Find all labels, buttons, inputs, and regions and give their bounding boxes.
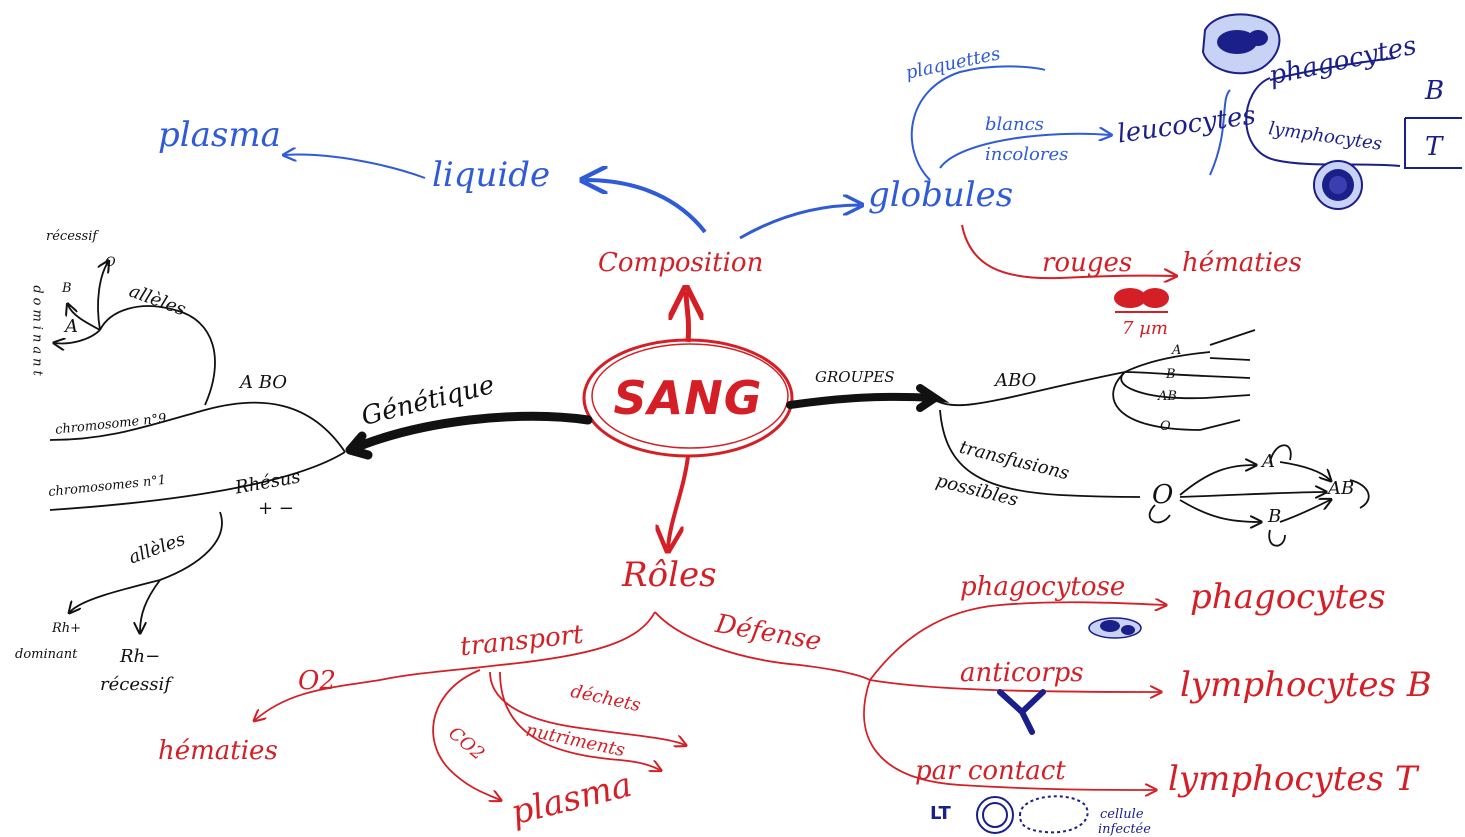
node-o-top: O	[105, 255, 116, 270]
node-plus-minus: + −	[258, 498, 294, 519]
node-anticorps: anticorps	[960, 658, 1084, 688]
node-lt: LT	[930, 803, 951, 824]
red-branches-top	[961, 224, 1175, 313]
phagocyte-sketch	[1201, 13, 1281, 75]
transfusion-o: O	[1152, 480, 1174, 510]
groupes-tree	[934, 329, 1370, 547]
node-liquide: liquide	[432, 155, 551, 195]
node-t-top: T	[1425, 132, 1443, 162]
roles-tree	[255, 602, 1165, 800]
transfusion-a: A	[1262, 451, 1275, 472]
node-rh-minus: Rh−	[120, 646, 161, 667]
node-globules: globules	[868, 175, 1014, 215]
antibody-sketch	[997, 689, 1046, 735]
node-groupes: GROUPES	[815, 368, 895, 386]
node-parcontact: par contact	[915, 756, 1066, 786]
node-lymphocytes-t: lymphocytes T	[1168, 759, 1418, 799]
branch-composition	[686, 292, 689, 343]
node-cellule: cellule	[1100, 807, 1144, 822]
blue-branches	[285, 65, 1231, 240]
node-dominant-vertical: dominant	[29, 285, 45, 380]
node-a-left: A	[65, 316, 78, 337]
group-b: B	[1166, 367, 1176, 382]
node-lymphocytes-b: lymphocytes B	[1180, 665, 1432, 705]
group-ab: AB	[1158, 389, 1177, 404]
node-rh-plus: Rh+	[52, 621, 82, 636]
transfusion-b: B	[1268, 506, 1282, 527]
node-roles: Rôles	[622, 555, 717, 595]
node-recessif-top: récessif	[46, 229, 98, 244]
node-plasma: plasma	[158, 115, 281, 155]
phagocyte-small-sketch	[1088, 617, 1142, 639]
branch-genetique	[345, 411, 593, 460]
red-cell-sketch	[1114, 288, 1169, 308]
branch-groupes	[786, 384, 950, 412]
node-blancs: blancs	[985, 114, 1044, 135]
lymphocyte-sketch	[1313, 160, 1363, 210]
node-abo-right: ABO	[995, 370, 1037, 391]
group-o: O	[1160, 419, 1171, 434]
node-hematies-bottom: hématies	[158, 736, 278, 766]
transfusion-ab: AB	[1328, 478, 1355, 499]
node-abo-left: A BO	[240, 372, 288, 393]
node-infectee: infectée	[1098, 822, 1151, 837]
center-title: SANG	[613, 370, 763, 425]
branch-roles	[668, 455, 690, 548]
genetique-tree	[49, 262, 346, 632]
node-o2: O2	[298, 666, 336, 696]
node-phagocytose: phagocytose	[960, 572, 1126, 602]
node-b-top: B	[1425, 76, 1445, 106]
node-phagocytes-bottom: phagocytes	[1190, 577, 1386, 617]
node-b-left: B	[62, 281, 72, 296]
node-rouges: rouges	[1042, 248, 1133, 278]
node-size: 7 µm	[1122, 318, 1168, 339]
node-dominant-bottom: dominant	[15, 647, 78, 662]
node-recessif-bottom: récessif	[100, 674, 171, 695]
node-incolores: incolores	[985, 144, 1069, 165]
leucocyte-bracket	[1245, 57, 1462, 169]
lymphocyte-t-sketch	[976, 795, 1089, 834]
node-hematies-top: hématies	[1182, 248, 1302, 278]
group-a: A	[1172, 343, 1182, 358]
node-composition: Composition	[598, 248, 764, 278]
